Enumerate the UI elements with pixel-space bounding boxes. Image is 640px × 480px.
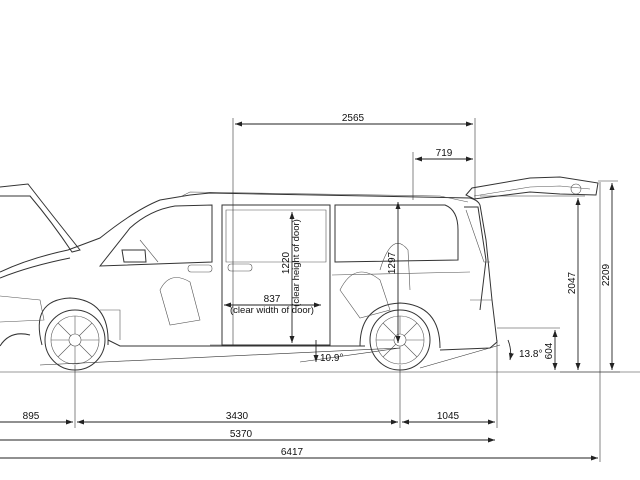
open-tailgate <box>465 176 599 200</box>
dim-door-clear-width: 837 <box>264 294 281 305</box>
dim-overall-length: 5370 <box>230 429 253 440</box>
door-clear-height-caption: (clear height of door) <box>291 219 302 307</box>
dim-tailgate-overhang: 719 <box>436 148 453 159</box>
dim-open-tailgate-height: 2209 <box>601 263 612 286</box>
dim-door-clear-height: 1220 <box>281 251 292 274</box>
ramp-angle-label: 10.9° <box>320 353 343 364</box>
open-bonnet <box>0 183 81 253</box>
dim-wheelbase: 3430 <box>226 411 249 422</box>
dim-roof-height: 2047 <box>567 271 578 294</box>
dim-rear-overhang: 1045 <box>437 411 460 422</box>
van-silhouette <box>0 176 599 351</box>
dim-loading-sill-height: 604 <box>544 342 555 359</box>
door-clear-width-caption: (clear width of door) <box>230 305 314 316</box>
departure-angle-label: 13.8° <box>519 349 542 360</box>
dim-floor-height: 1297 <box>387 251 398 274</box>
rear-wheel <box>369 309 431 371</box>
dim-wheelbase-upper: 2565 <box>342 113 365 124</box>
dim-length-open-tailgate: 6417 <box>281 447 304 458</box>
front-wheel <box>44 309 106 371</box>
dim-front-overhang: 895 <box>23 411 40 422</box>
